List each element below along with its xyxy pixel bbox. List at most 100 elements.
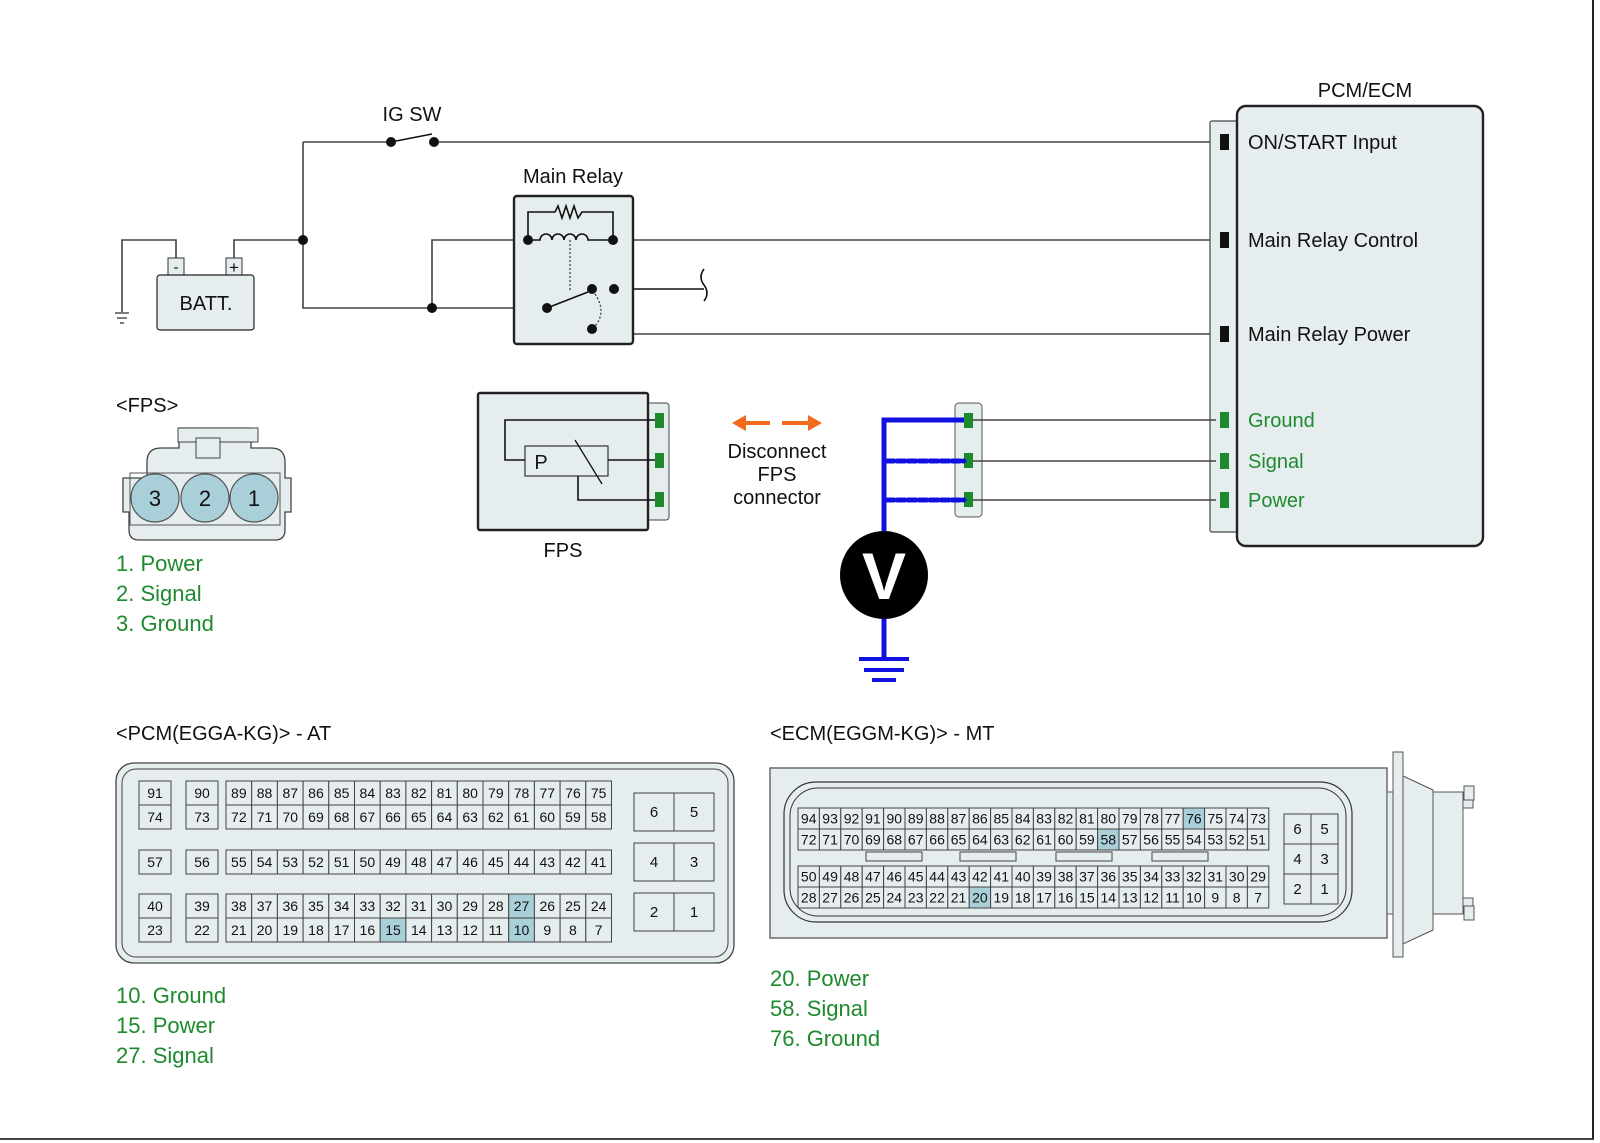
fps-pin-circle (180, 473, 230, 523)
ecm-power-pin: 6 (1283, 813, 1312, 845)
fps-legend-item: 2. Signal (116, 581, 202, 606)
module-pin-terminal (1220, 412, 1229, 428)
ecm-pin: 9 (1204, 886, 1227, 909)
ecm-pin: 27 (818, 886, 842, 909)
ecm-pin-number: 52 (1229, 832, 1245, 848)
pcm-pin-cell (482, 917, 510, 943)
pcm-pin: 30 (431, 893, 458, 919)
module-pin-terminal (1220, 134, 1229, 150)
pcm-pin: 42 (559, 849, 587, 875)
voltmeter[interactable]: V (840, 531, 928, 619)
ig-switch-contact (429, 137, 439, 147)
pcm-pin-cell (354, 780, 381, 806)
pcm-pin-number: 27 (514, 898, 530, 914)
ecm-pin: 19 (990, 886, 1013, 909)
pcm-pin: 91 (138, 780, 172, 806)
ecm-pin: 84 (1011, 807, 1034, 830)
ecm-connector-inner (783, 781, 1353, 923)
battery-negative-label: - (174, 259, 179, 276)
pcm-pin-number: 17 (334, 922, 350, 938)
ecm-pin: 30 (1225, 865, 1248, 888)
pcm-pin: 33 (354, 893, 381, 919)
pcm-pin-number: 59 (565, 809, 581, 825)
ecm-pin: 65 (947, 828, 970, 851)
ecm-legend-item: 58. Signal (770, 996, 868, 1021)
pcm-pin-number: 91 (147, 785, 163, 801)
pcm-pin-number: 25 (565, 898, 581, 914)
pcm-pin: 59 (559, 804, 587, 830)
pcm-pin: 88 (251, 780, 278, 806)
pcm-pin: 47 (431, 849, 458, 875)
pcm-pin-number: 83 (385, 785, 401, 801)
pcm-pin: 12 (456, 917, 484, 943)
ecm-pin-number: 50 (801, 869, 817, 885)
ecm-pin-number: 18 (1015, 890, 1031, 906)
ecm-pin-cell (1246, 886, 1270, 909)
pcm-power-pin: 4 (633, 842, 675, 882)
pcm-pin-cell (328, 804, 355, 830)
ecm-power-pin-number: 3 (1320, 851, 1328, 868)
pcm-pin-number: 88 (257, 785, 273, 801)
ecm-pin: 80 (1097, 807, 1120, 830)
pcm-pin-cell (533, 917, 561, 943)
ecm-pin-number: 31 (1208, 869, 1224, 885)
ecm-power-pin-number: 5 (1320, 821, 1328, 838)
pcm-pin: 81 (431, 780, 458, 806)
ecm-pin-number: 11 (1165, 890, 1180, 906)
pcm-legend-item: 15. Power (116, 1013, 215, 1038)
ecm-keying-slot (1151, 851, 1209, 862)
pcm-power-pin: 1 (673, 892, 715, 932)
fps-connector-pin: 2 (180, 473, 230, 523)
ecm-pin: 29 (1246, 865, 1270, 888)
battery-bus-wire (302, 142, 432, 309)
pcm-pin-number: 52 (308, 854, 324, 870)
ecm-pin-number: 28 (801, 890, 817, 906)
ecm-power-pin: 2 (1283, 873, 1312, 905)
pcm-pin: 15 (379, 917, 407, 943)
pcm-pin-number: 46 (462, 854, 478, 870)
pcm-pin-number: 67 (360, 809, 376, 825)
pcm-pin-number: 55 (231, 854, 247, 870)
fps-internal-wire (577, 476, 664, 501)
pcm-pin-number: 57 (147, 854, 163, 870)
ecm-pin: 18 (1011, 886, 1034, 909)
main-relay: Main Relay (512, 166, 635, 346)
ignition-switch[interactable]: IG SW (383, 104, 442, 147)
pcm-pin: 9 (533, 917, 561, 943)
pcm-pin-number: 38 (231, 898, 247, 914)
ecm-pin: 41 (990, 865, 1013, 888)
pcm-pin-number: 60 (539, 809, 555, 825)
pcm-pin: 13 (431, 917, 458, 943)
pcm-pin: 8 (559, 917, 587, 943)
battery-positive-label: + (229, 258, 239, 277)
pcm-pin: 41 (585, 849, 612, 875)
pcm-pin-number: 66 (385, 809, 401, 825)
chassis-ground-icon (115, 312, 129, 324)
fps-variable-arrow (574, 439, 603, 485)
ecm-power-pin-number: 1 (1320, 881, 1328, 898)
ecm-pin: 35 (1118, 865, 1141, 888)
pcm-pin: 43 (533, 849, 561, 875)
ecm-legend-item: 20. Power (770, 966, 869, 991)
ecm-pin: 49 (818, 865, 842, 888)
pcm-pin-number: 18 (308, 922, 324, 938)
module-pin-label: ON/START Input (1248, 132, 1397, 154)
pcm-pin: 14 (405, 917, 433, 943)
pcm-pin-cell (251, 917, 278, 943)
pcm-pin: 83 (379, 780, 407, 806)
ecm-pin: 15 (1075, 886, 1099, 909)
fps-sensor-symbol: P (534, 452, 547, 474)
pcm-pin-cell (456, 849, 484, 875)
ecm-pin-number: 73 (1250, 811, 1266, 827)
pcm-connector-inner (121, 768, 729, 958)
pcm-pin-cell (559, 849, 587, 875)
ecm-pin-number: 57 (1122, 832, 1138, 848)
probe-wire-ground (881, 417, 964, 555)
ecm-pin: 66 (925, 828, 949, 851)
ecm-pin-number: 30 (1229, 869, 1245, 885)
battery: - + BATT. (156, 257, 255, 331)
ecm-pin: 24 (883, 886, 906, 909)
pcm-pin: 45 (482, 849, 510, 875)
pcm-pin-cell (379, 804, 407, 830)
